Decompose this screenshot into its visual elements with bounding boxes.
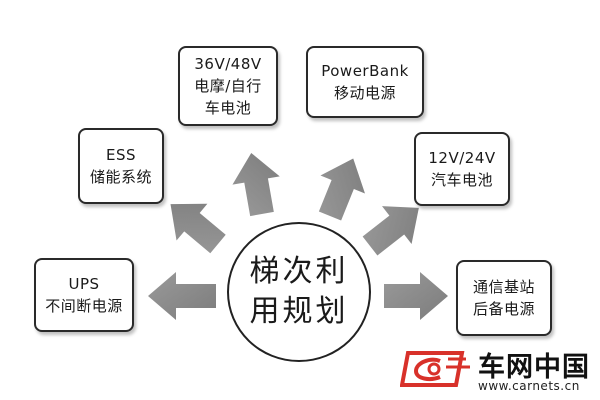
box-12v24v-line2: 汽车电池 [430,171,493,189]
arrow-to-telecom [384,272,448,320]
box-ups-line2: 不间断电源 [45,297,123,315]
box-telecom: 通信基站 后备电源 [456,260,552,336]
center-line1: 梯次利 [249,254,349,289]
arrow-to-powerbank [318,158,365,221]
box-ess: ESS 储能系统 [78,128,164,204]
box-powerbank-line2: 移动电源 [333,84,396,102]
box-telecom-line1: 通信基站 [472,278,535,296]
arrow-to-ups [148,272,216,320]
box-36v48v: 36V/48V 电摩/自行 车电池 [178,46,278,126]
arrow-to-36v48v [232,152,280,217]
box-powerbank: PowerBank 移动电源 [306,46,424,118]
box-12v24v: 12V/24V 汽车电池 [414,132,510,206]
box-telecom-line2: 后备电源 [472,300,535,318]
box-12v24v-line1: 12V/24V [428,149,496,167]
logo-title: 车网中国 [478,352,590,383]
box-ess-line1: ESS [105,146,137,164]
center-line2: 用规划 [249,294,349,329]
logo-url: www.carnets.cn [478,379,580,393]
arrow-to-ess [170,203,226,254]
arrow-to-12v24v [362,206,419,256]
box-36v48v-line1: 36V/48V [194,55,262,73]
box-ups: UPS 不间断电源 [34,258,134,332]
carnets-logo: 车网中国 www.carnets.cn [400,343,598,397]
box-ess-line2: 储能系统 [89,168,152,186]
box-ups-line1: UPS [68,275,100,293]
center-node: 梯次利 用规划 [227,222,371,362]
box-36v48v-line2: 电摩/自行 [194,77,262,95]
box-powerbank-line1: PowerBank [321,62,409,80]
box-36v48v-line3: 车电池 [204,99,252,117]
carnets-logo-icon [400,351,470,387]
